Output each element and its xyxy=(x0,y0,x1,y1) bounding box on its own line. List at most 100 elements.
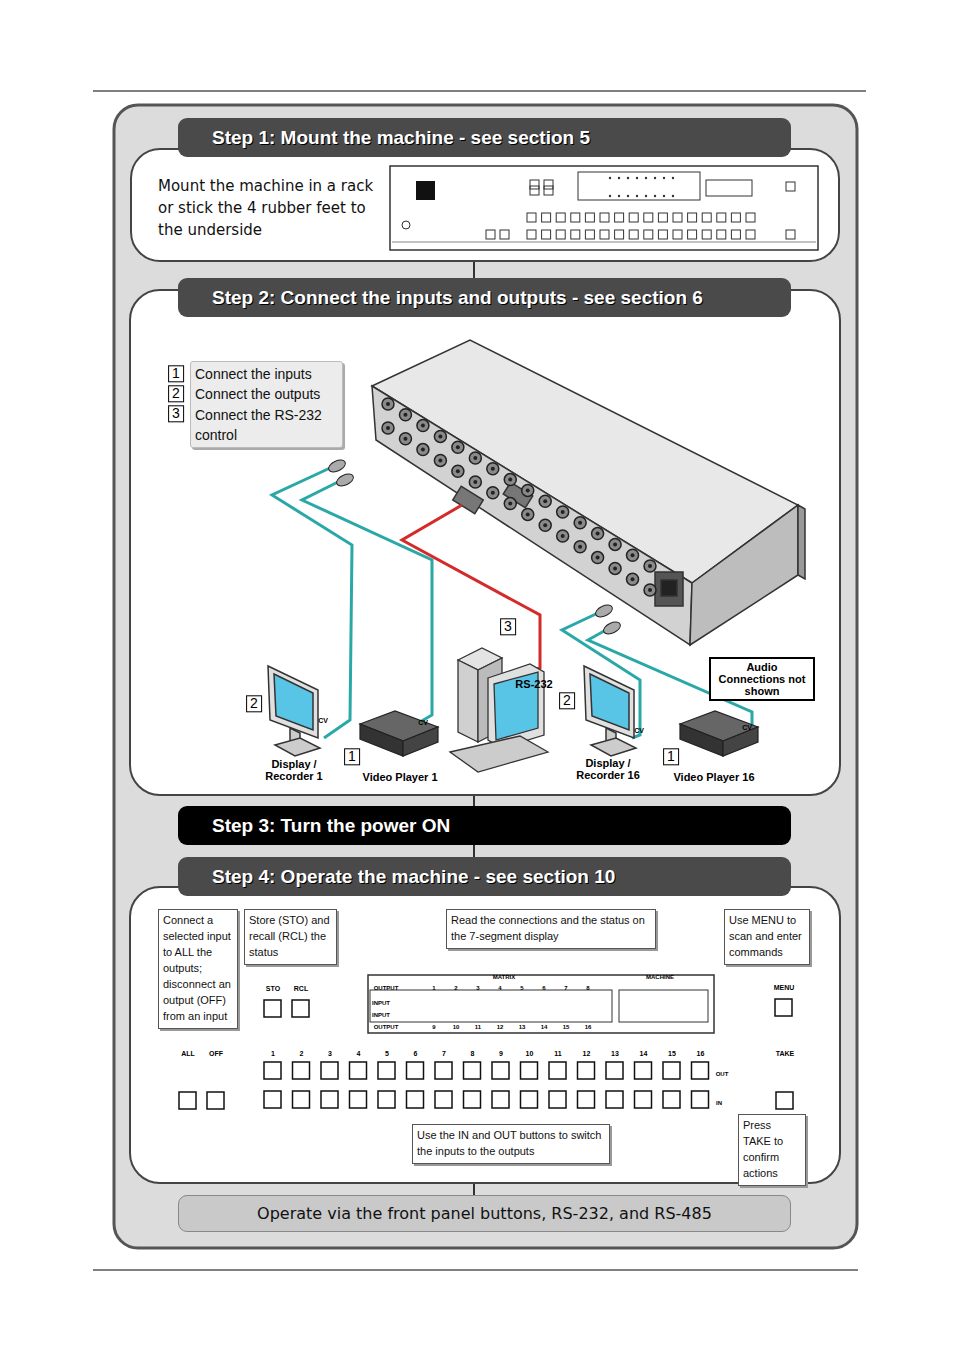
front-panel xyxy=(321,1062,338,1079)
switcher-unit xyxy=(487,463,499,475)
node-text: Connect the outputs xyxy=(195,384,338,404)
switcher-unit xyxy=(504,498,516,510)
front-panel-small xyxy=(673,213,682,222)
front-panel-small xyxy=(746,230,755,239)
front-panel-small xyxy=(585,230,594,239)
cable-plug xyxy=(602,620,623,637)
front-panel-small xyxy=(390,166,818,250)
front-panel-small xyxy=(544,186,553,195)
switcher-unit xyxy=(399,433,411,445)
panel-label: IN xyxy=(716,1100,722,1107)
switcher-unit xyxy=(469,452,481,464)
front-panel-small xyxy=(636,195,638,197)
front-panel-small xyxy=(615,213,624,222)
front-panel-small xyxy=(600,230,609,239)
switcher-unit xyxy=(508,478,512,482)
panel-label: 3 xyxy=(476,985,479,992)
front-panel xyxy=(663,1091,680,1108)
node-text: Step 2: Connect the inputs and outputs -… xyxy=(212,287,703,309)
switcher-unit xyxy=(613,542,617,546)
front-panel xyxy=(464,1062,481,1079)
front-panel-small xyxy=(544,180,553,189)
switcher-unit xyxy=(421,424,425,428)
front-panel-small xyxy=(585,213,594,222)
front-panel xyxy=(293,1062,310,1079)
switcher-unit xyxy=(543,523,547,527)
switcher-unit xyxy=(473,480,477,484)
front-panel-small xyxy=(530,186,539,195)
panel-label: 8 xyxy=(471,1050,475,1058)
panel-label: 4 xyxy=(357,1050,361,1058)
front-panel-small xyxy=(644,230,653,239)
node-text: Store (STO) and recall (RCL) the status xyxy=(249,913,332,961)
page-rule xyxy=(93,91,866,1270)
panel-label: RCL xyxy=(294,985,308,993)
front-panel-small xyxy=(658,230,667,239)
front-panel xyxy=(692,1062,709,1079)
switcher-unit xyxy=(452,441,464,453)
front-panel-small xyxy=(542,230,551,239)
outer-frame xyxy=(114,105,857,1248)
node-text: Connect the RS-232 control xyxy=(195,405,338,446)
front-panel xyxy=(492,1062,509,1079)
front-panel-small xyxy=(527,230,536,239)
front-panel xyxy=(350,1062,367,1079)
panel-label: 3 xyxy=(328,1050,332,1058)
front-panel xyxy=(179,975,793,1109)
front-panel xyxy=(407,1062,424,1079)
front-panel xyxy=(368,975,714,1033)
control-computer xyxy=(450,648,548,772)
panel-label: MACHINE xyxy=(646,974,674,981)
callout-box: Connect a selected input to ALL the outp… xyxy=(158,909,238,1029)
front-panel xyxy=(407,1091,424,1108)
front-panel xyxy=(606,1062,623,1079)
panel-label: 2 xyxy=(300,1050,304,1058)
front-panel xyxy=(606,1091,623,1108)
step-band: Step 4: Operate the machine - see sectio… xyxy=(178,857,791,896)
switcher-unit xyxy=(648,564,652,568)
front-panel-small xyxy=(390,166,818,250)
step2-panel xyxy=(130,290,840,795)
front-panel-small xyxy=(644,213,653,222)
switcher-unit xyxy=(469,476,481,488)
display-monitor xyxy=(268,666,636,756)
switcher-unit xyxy=(522,484,534,496)
panel-label: 7 xyxy=(564,985,567,992)
switcher-unit xyxy=(452,465,464,477)
cable-plug xyxy=(327,458,348,475)
front-panel-small xyxy=(717,230,726,239)
panel-label: 12 xyxy=(583,1050,591,1058)
front-panel-small xyxy=(663,195,665,197)
front-panel xyxy=(635,1091,652,1108)
cable-plug xyxy=(327,458,623,637)
panel-label: 5 xyxy=(520,985,523,992)
node-text: Read the connections and the status on t… xyxy=(451,913,651,945)
device-label: RS-232 xyxy=(515,678,552,690)
cable-plug xyxy=(335,472,356,489)
switcher-unit xyxy=(504,474,516,486)
front-panel-small xyxy=(702,213,711,222)
front-panel-small xyxy=(571,230,580,239)
front-panel-small xyxy=(618,177,620,179)
device-label: Video Player 16 xyxy=(673,771,754,783)
switcher-unit xyxy=(648,588,652,592)
front-panel xyxy=(775,999,792,1016)
panel-label: TAKE xyxy=(776,1050,795,1058)
panel-label: 5 xyxy=(385,1050,389,1058)
panel-label: INPUT xyxy=(372,1012,390,1019)
switcher-unit xyxy=(438,434,442,438)
switcher-unit xyxy=(561,534,565,538)
switcher-unit xyxy=(386,426,390,430)
switcher-unit xyxy=(491,491,495,495)
switcher-unit xyxy=(403,437,407,441)
panel-label: CV xyxy=(418,719,428,727)
front-panel-small xyxy=(609,195,611,197)
node-text: Use the IN and OUT buttons to switch the… xyxy=(417,1128,605,1160)
switcher-unit xyxy=(399,409,411,421)
front-panel xyxy=(350,1091,367,1108)
panel-label: 1 xyxy=(271,1050,275,1058)
switcher-unit xyxy=(372,386,692,645)
front-panel xyxy=(776,1092,793,1109)
switcher-unit xyxy=(434,454,446,466)
